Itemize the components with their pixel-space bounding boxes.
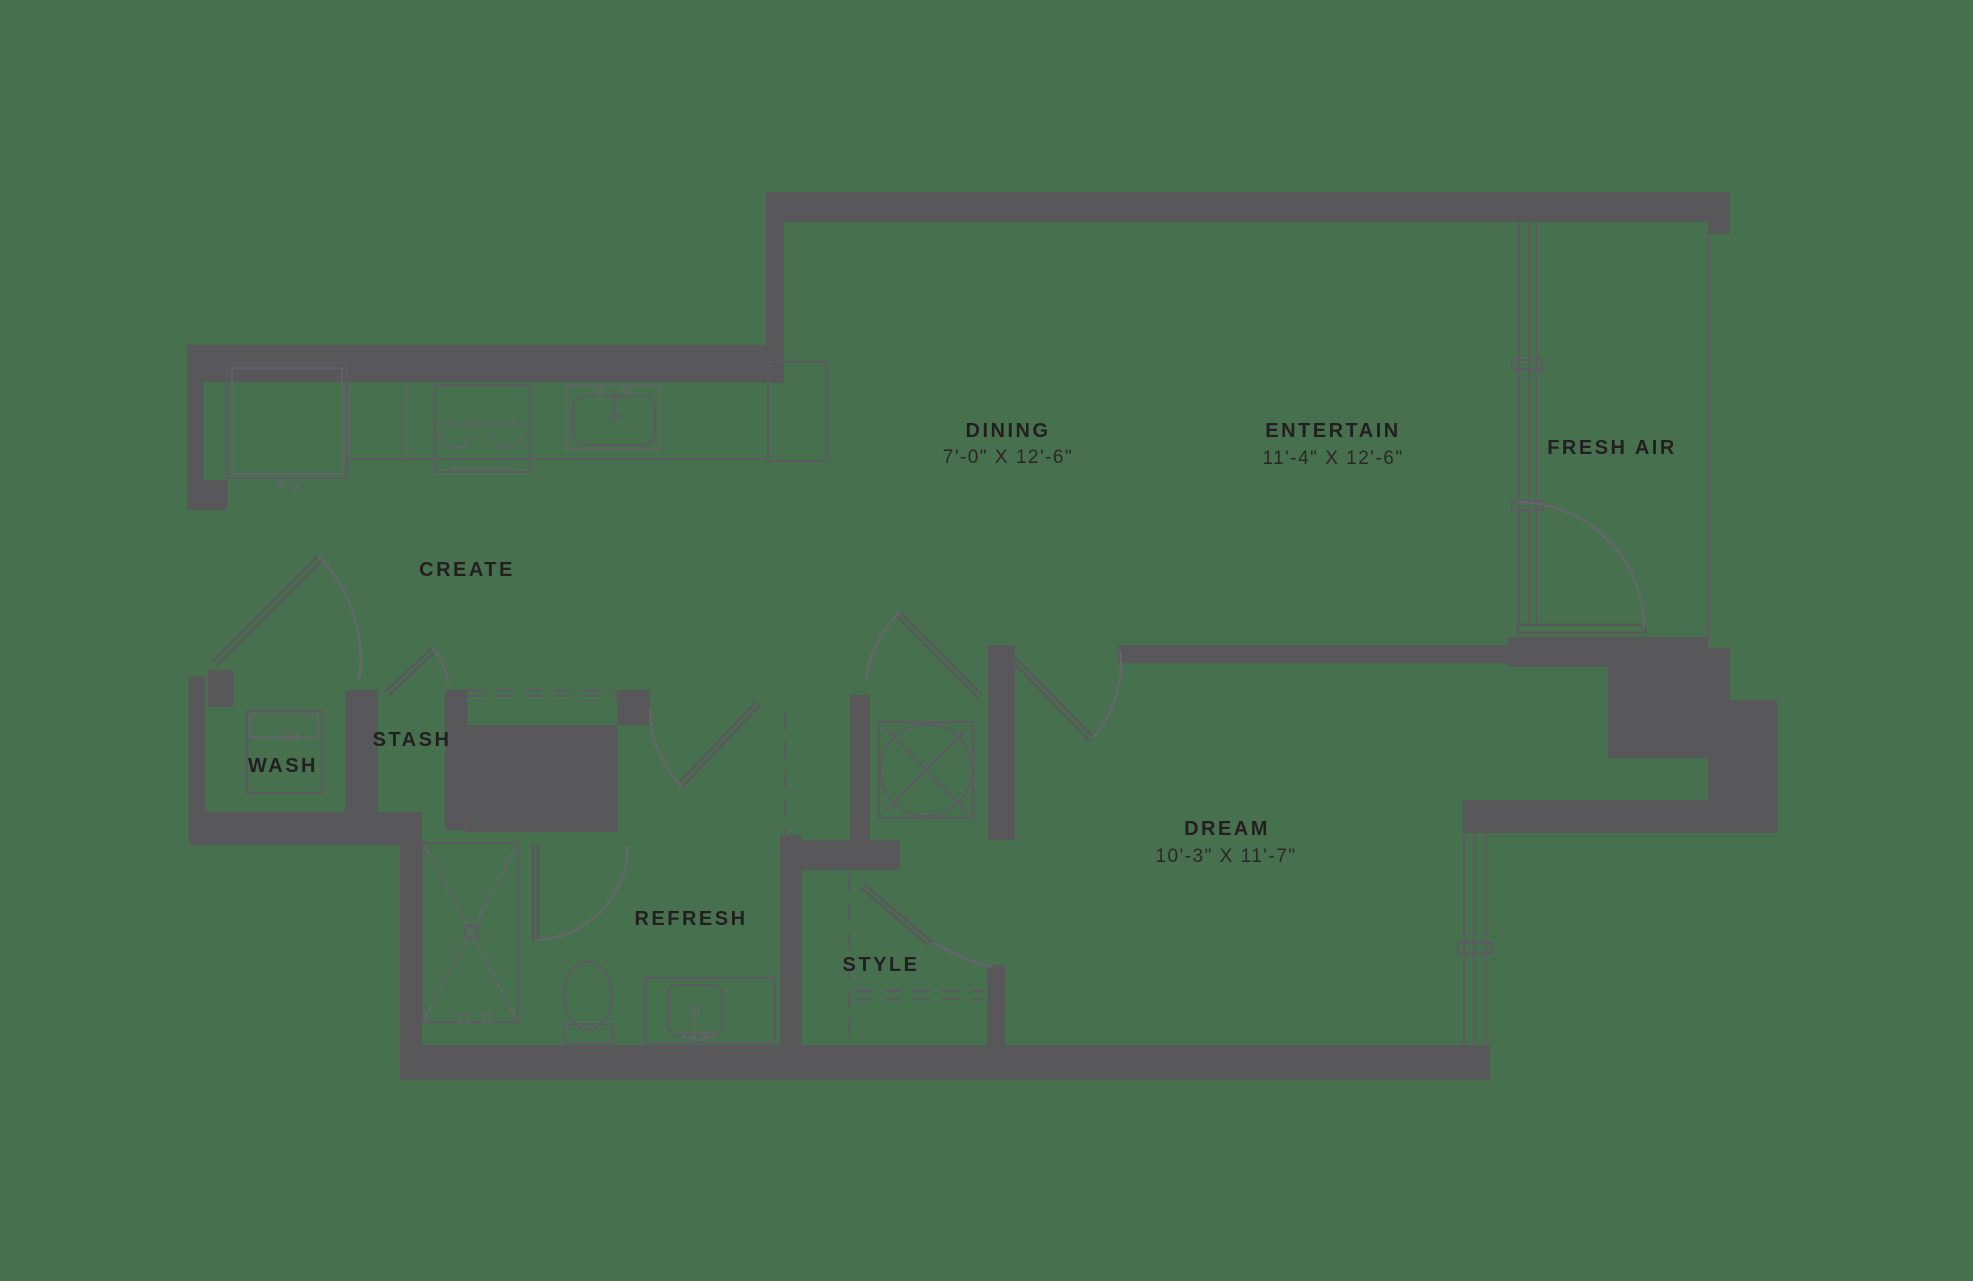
room-label-dream: DREAM [1184,818,1270,840]
wall-segment [345,690,378,830]
room-label-create: CREATE [419,559,515,581]
wall-segment [400,1045,1490,1080]
wall-segment [208,670,233,707]
doors [211,501,1647,968]
wall-segment [187,480,227,510]
wall-segment [1118,645,1508,663]
balcony-window [1511,222,1543,626]
wall-segment [1508,637,1708,667]
bathroom-door [648,701,761,788]
bedroom-door [1010,649,1122,741]
wall-segment [988,645,1015,840]
fan-coil-unit [878,721,974,819]
room-label-style: STYLE [843,954,920,976]
stash-closet-door [384,647,449,696]
wall-segment [987,965,1005,1047]
washer-dryer [246,710,323,794]
wall-segment [189,676,205,832]
vanity-sink [644,977,776,1044]
room-label-wash: WASH [248,755,318,777]
wall-segment [1463,800,1777,833]
entry-door [211,555,362,681]
bathroom-fixtures [422,842,776,1044]
style-closet-door [860,884,994,968]
hallway-door [865,611,983,699]
wall-segment [780,835,802,1047]
dashed-lines [467,689,985,1040]
wall-segment [617,690,650,725]
range [434,384,531,473]
wall-segment [189,812,422,845]
wall-segment [850,695,870,840]
wall-segment [780,840,900,870]
room-label-fresh-air: FRESH AIR [1547,437,1677,459]
wall-segment [1708,222,1730,234]
room-label-entertain: ENTERTAIN [1265,420,1400,442]
wall-segment [766,222,784,383]
wall-segment [187,345,203,510]
wall-segment [1708,648,1730,700]
shower [422,842,519,1023]
wall-segment [445,690,467,830]
wall-segment [400,837,422,1062]
walls [187,192,1777,1080]
room-label-dining: DINING [966,420,1051,442]
room-dims-entertain: 11'-4" X 12'-6" [1262,448,1403,469]
kitchen-sink [565,384,661,450]
wall-segment [766,192,1730,222]
bedroom-window [1457,833,1493,1045]
shower-door [531,845,629,941]
kitchen-fixtures [226,361,828,490]
room-dims-dream: 10'-3" X 11'-7" [1155,846,1296,867]
windows [1457,222,1709,1045]
room-dims-dining: 7'-0" X 12'-6" [943,447,1073,468]
pantry-cabinet [767,361,828,462]
room-labels: CREATE DINING 7'-0" X 12'-6" ENTERTAIN 1… [248,420,1677,976]
room-label-stash: STASH [373,729,452,751]
balcony-door [1516,501,1647,635]
wall-segment [465,725,617,832]
room-label-refresh: REFRESH [634,908,747,930]
toilet [563,961,614,1044]
refrigerator [226,362,348,490]
